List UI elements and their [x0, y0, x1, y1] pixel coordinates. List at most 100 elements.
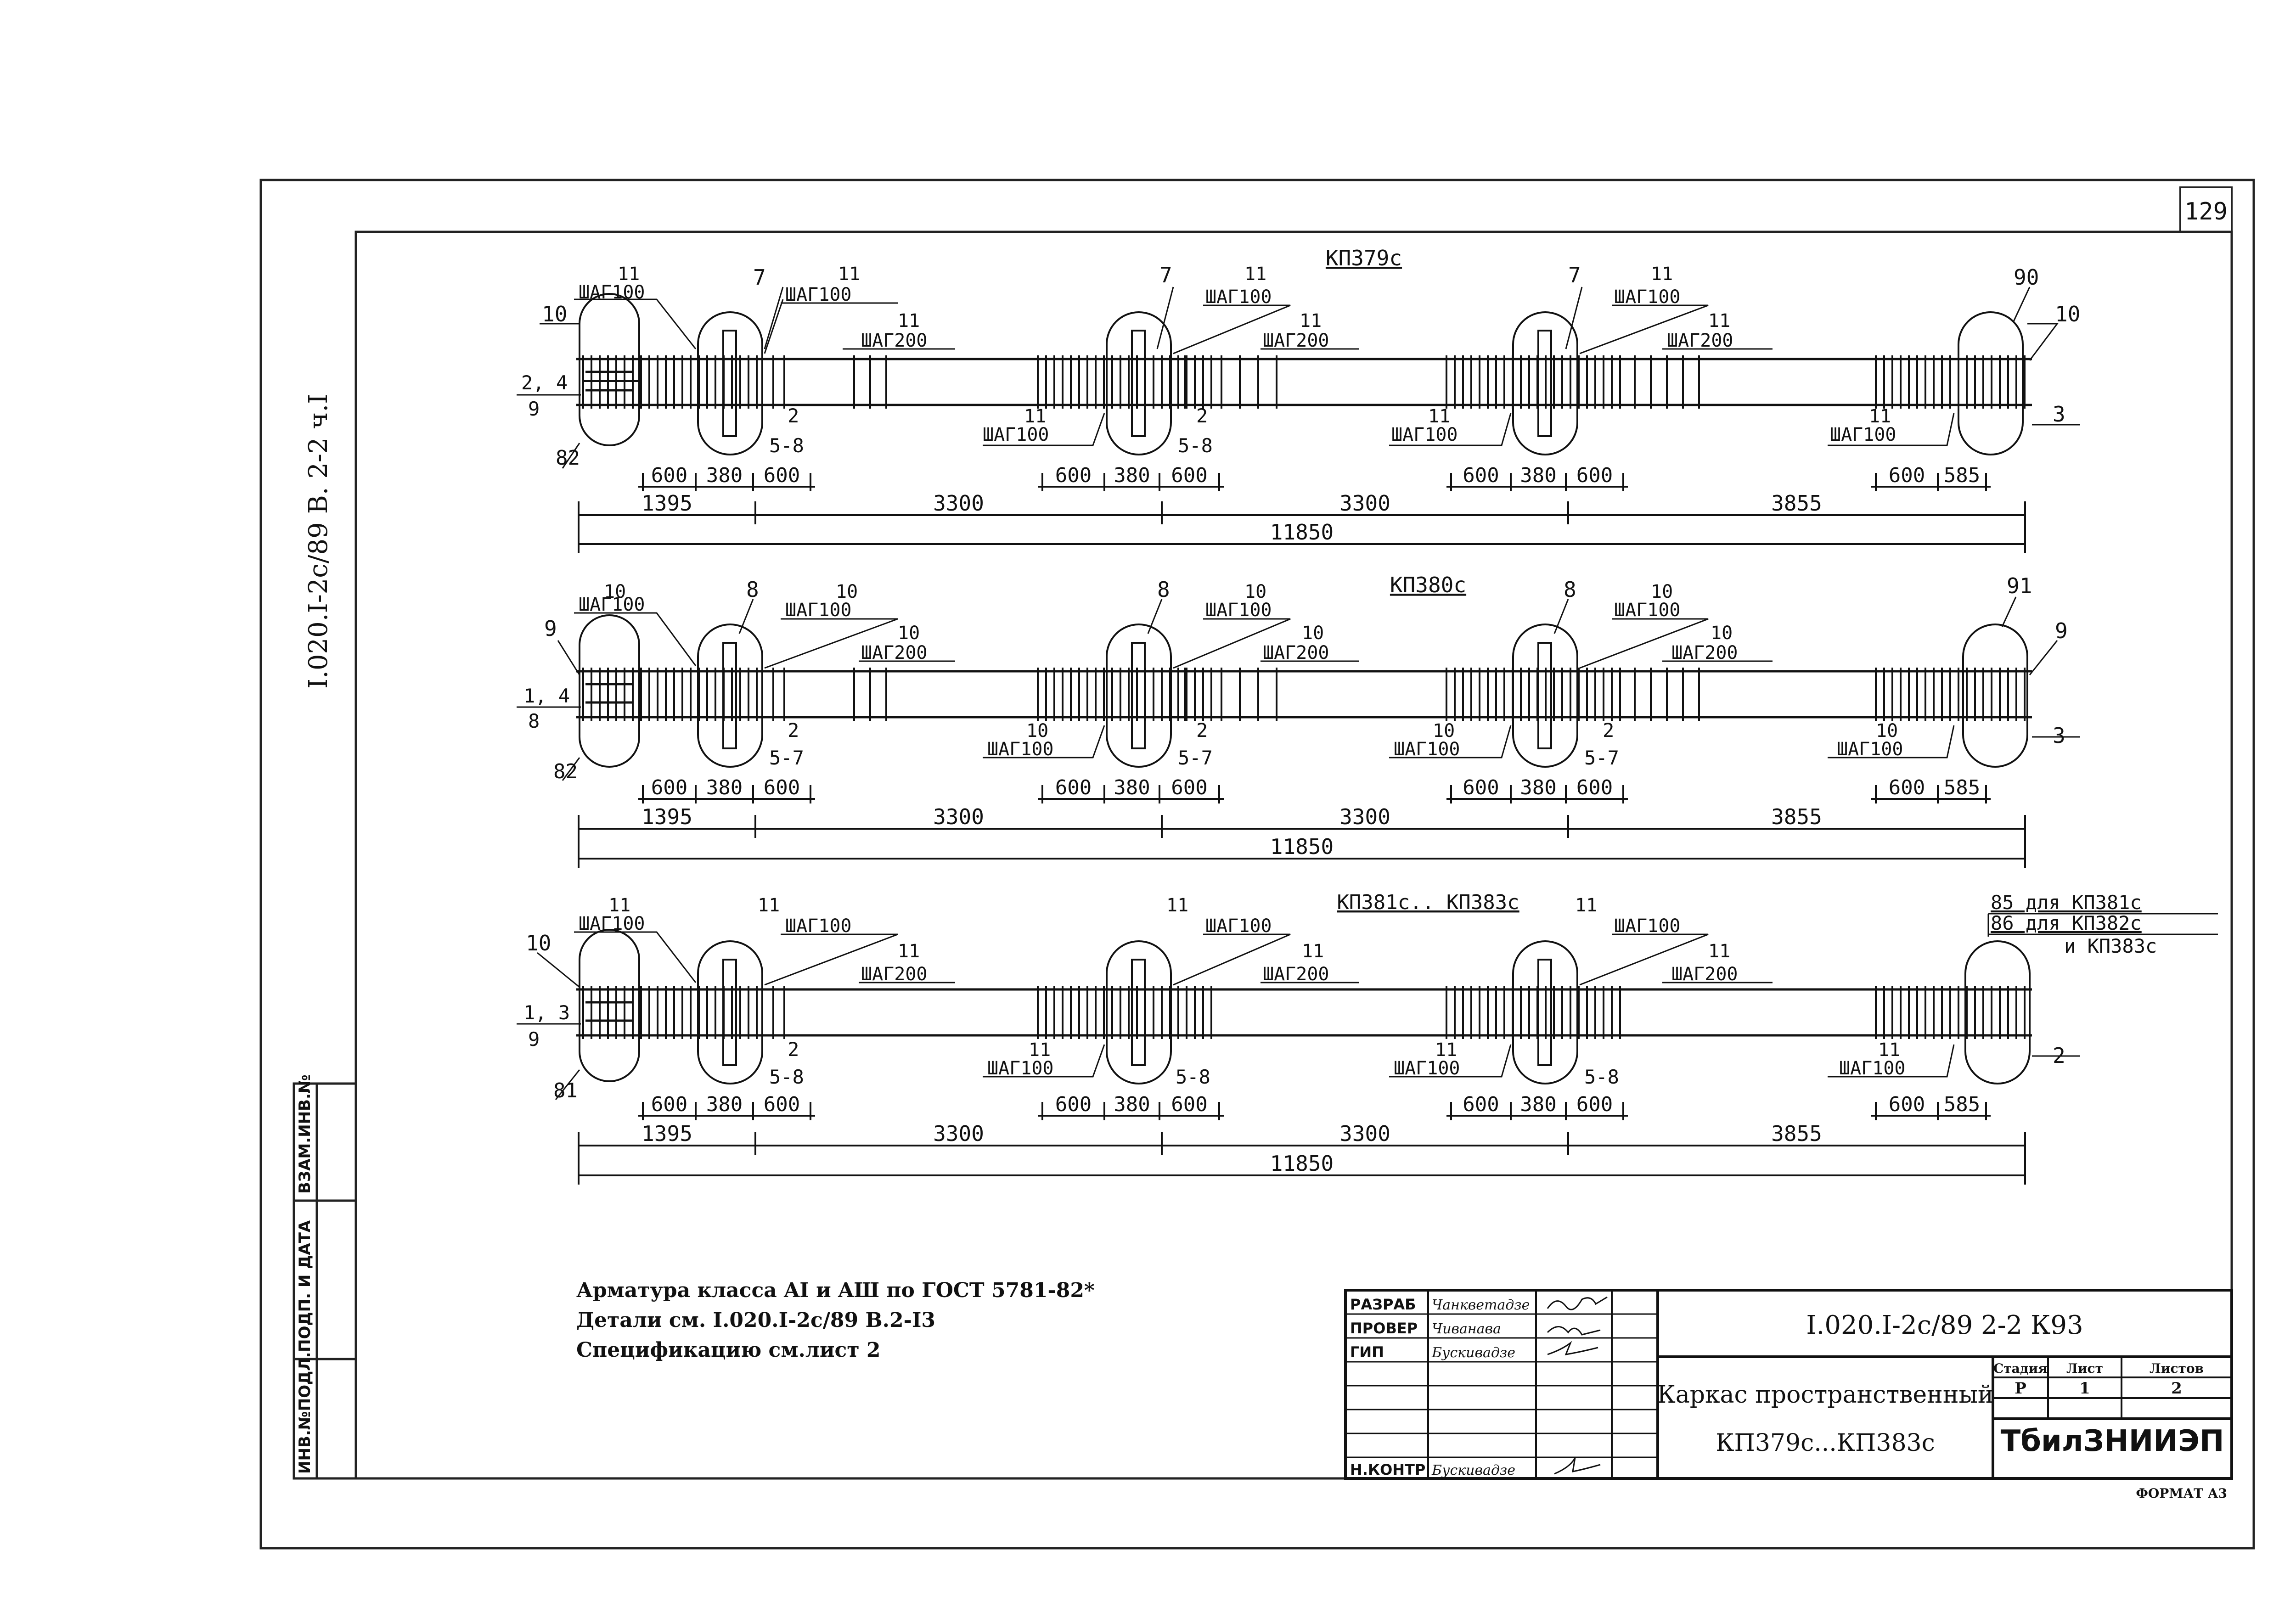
- dimension-value: 380: [1520, 1093, 1556, 1116]
- note-line: Спецификацию см.лист 2: [576, 1338, 881, 1362]
- stamp-signature-label: ПОДП. И ДАТА: [296, 1220, 314, 1352]
- callout: 7: [753, 265, 766, 290]
- dimension-value: 600: [1463, 464, 1499, 487]
- dimension-value: 600: [764, 464, 800, 487]
- dimension-value: 3300: [933, 1121, 984, 1146]
- tb-name: Бускивадзе: [1431, 1345, 1515, 1361]
- callout: 5-8: [1584, 1066, 1619, 1088]
- stirrup-group: [582, 668, 758, 721]
- callout: 5-8: [769, 1066, 804, 1088]
- stirrup-group: [1875, 668, 2026, 721]
- document-code: I.020.I-2c/89 2-2 К93: [1806, 1310, 2083, 1340]
- dimension-value: 600: [1171, 1093, 1207, 1116]
- dimension-value: 1395: [642, 1121, 692, 1146]
- dimension-value: 380: [1114, 464, 1150, 487]
- callout: 7: [1568, 263, 1581, 287]
- callout: 11: [758, 895, 780, 916]
- dimension-value: 600: [1576, 776, 1613, 799]
- callout: 9: [544, 616, 557, 641]
- callout: 11: [1302, 941, 1324, 962]
- dimension-value: 600: [1055, 776, 1092, 799]
- callout: ШАГ100: [1839, 1058, 1906, 1079]
- callout: 8: [528, 710, 540, 732]
- stirrup-group: [761, 355, 785, 409]
- side-document-label: I.020.I-2c/89 В. 2-2 ч.I: [304, 394, 333, 689]
- dimension-value: 585: [1944, 1093, 1980, 1116]
- dimension-value: 600: [1463, 776, 1499, 799]
- dimension-value: 585: [1944, 464, 1980, 487]
- callout: ШАГ200: [861, 964, 928, 985]
- callout: 7: [1159, 263, 1172, 287]
- stirrup-group: [761, 668, 785, 721]
- callout: 9: [528, 1028, 540, 1051]
- dimension-value: 600: [1576, 464, 1613, 487]
- callout: 11: [1708, 310, 1730, 331]
- dimension-value: 380: [1114, 776, 1150, 799]
- callout: 3: [2053, 723, 2065, 748]
- dimension-value: 3300: [1339, 804, 1390, 829]
- callout: 10: [1711, 623, 1733, 644]
- callout: 91: [2007, 573, 2032, 598]
- callout: ШАГ100: [1614, 600, 1681, 621]
- callout: 11: [898, 310, 920, 331]
- dimension-value: 11850: [1270, 834, 1334, 859]
- callout: 11: [1166, 895, 1188, 916]
- callout: 8: [746, 577, 759, 602]
- dimension-value: 3300: [1339, 491, 1390, 516]
- callout: ШАГ100: [1205, 287, 1272, 308]
- callout: ШАГ100: [987, 1058, 1054, 1079]
- dimension-value: 600: [1171, 464, 1207, 487]
- dimension-value: 600: [1055, 1093, 1092, 1116]
- frame-kp381-383: КП381с.. КП383с: [517, 891, 2218, 1185]
- title-block: [1344, 1289, 2233, 1480]
- callout: ШАГ200: [1263, 964, 1329, 985]
- callout: 10: [604, 581, 626, 602]
- callout: 1, 3: [523, 1001, 570, 1024]
- format-label: ФОРМАТ А3: [2136, 1486, 2227, 1501]
- stirrup-group: [1446, 668, 1621, 721]
- signatures: [1547, 1296, 1608, 1475]
- sheets-header: Листов: [2150, 1361, 2204, 1376]
- callout: 5-8: [769, 434, 804, 457]
- callout: 10: [2055, 302, 2080, 326]
- sheet-header: Лист: [2066, 1361, 2103, 1376]
- note-line: 85 для КП381с: [1991, 891, 2142, 914]
- dimension-value: 600: [1889, 776, 1925, 799]
- sheet-number: 129: [2184, 198, 2228, 225]
- stirrup-group: [1446, 355, 1621, 409]
- callout: 11: [1878, 1039, 1900, 1061]
- callout: 10: [1302, 623, 1324, 644]
- stirrup-group: [761, 986, 785, 1039]
- callout: 10: [1876, 720, 1898, 742]
- callout: 2: [1196, 404, 1208, 427]
- stamp-inventory-label: ИНВ.№ПОДЛ.: [296, 1352, 314, 1474]
- callout: 11: [1869, 406, 1891, 427]
- callout: ШАГ100: [1830, 424, 1896, 445]
- dimension-value: 600: [651, 776, 687, 799]
- callout: ШАГ200: [861, 330, 928, 351]
- callout: 10: [898, 623, 920, 644]
- note-line: Детали см. I.020.I-2c/89 В.2-I3: [576, 1309, 935, 1332]
- callout: 10: [1026, 720, 1048, 742]
- sheet-value: 1: [2079, 1379, 2090, 1398]
- notes-block: Арматура класса AI и AШ по ГОСТ 5781-82*…: [576, 1279, 1095, 1362]
- callout: 82: [556, 446, 580, 470]
- stirrup-group: [1446, 986, 1621, 1039]
- dimension-value: 11850: [1270, 1151, 1334, 1176]
- callout: 81: [553, 1079, 578, 1102]
- dimension-value: 380: [706, 464, 743, 487]
- callout: 9: [2055, 618, 2068, 643]
- callout: ШАГ200: [1671, 642, 1738, 663]
- callout: 2: [2053, 1043, 2065, 1068]
- callout: ШАГ100: [785, 916, 852, 937]
- callout: ШАГ100: [1205, 916, 1272, 937]
- stirrup-group: [1037, 986, 1212, 1039]
- stirrup-group: [1184, 668, 1277, 721]
- note-line: Арматура класса AI и AШ по ГОСТ 5781-82*: [576, 1279, 1095, 1302]
- frame-title: КП381с.. КП383с: [1337, 891, 1519, 914]
- callout: ШАГ200: [1263, 330, 1329, 351]
- callout: ШАГ100: [1391, 424, 1458, 445]
- dimension-value: 1395: [642, 491, 692, 516]
